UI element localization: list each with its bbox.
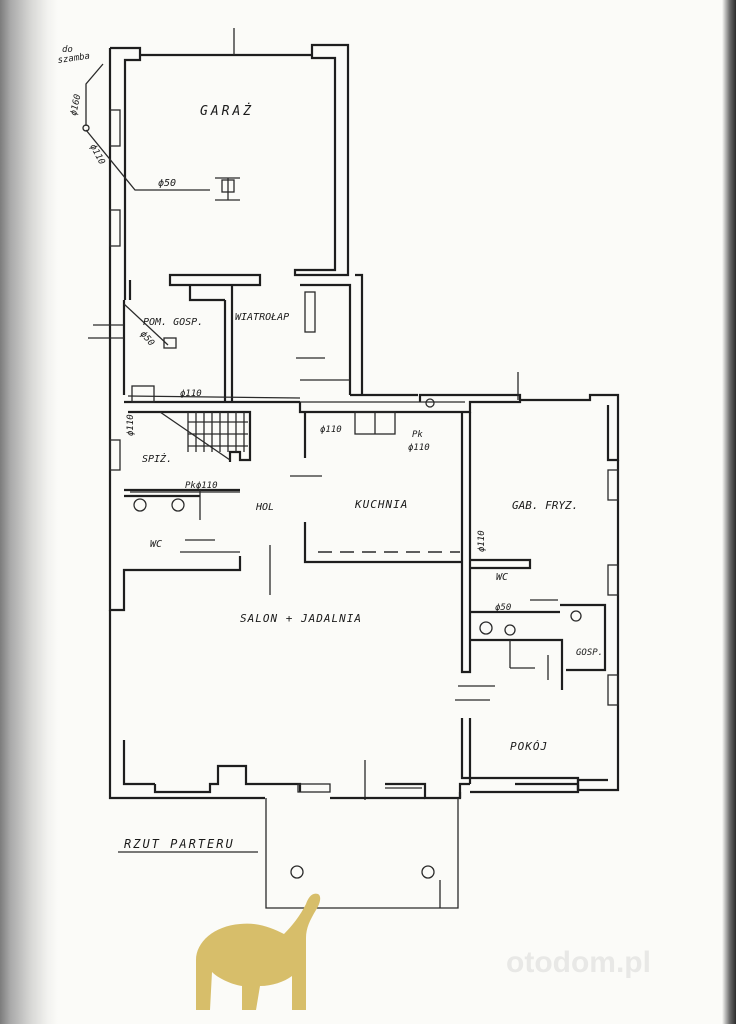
salon-walls [108,610,580,800]
room-label-kuchnia: KUCHNIA [354,498,408,511]
note-do-szamba-2: szamba [57,52,91,66]
right-wing-walls [455,372,620,792]
note-pipe-50-wc: ϕ50 [495,603,511,613]
drainage-pipes [82,63,465,493]
note-pipe-50-gosp: ϕ50 [138,330,156,349]
room-label-gab-fryz: GAB. FRYZ. [512,499,578,512]
note-pipe-50-garage: ϕ50 [158,178,176,189]
note-pk-kitchen-2: ϕ110 [408,443,430,453]
note-pk-kitchen-1: Pk [412,430,423,440]
room-label-wc-left: WC [150,539,162,550]
staircase [124,385,300,462]
room-label-salon: SALON + JADALNIA [240,612,362,625]
note-pipe-110-gab: ϕ110 [477,530,487,552]
room-label-spiz: SPIŻ. [142,452,172,465]
kitchen-walls [269,393,522,595]
plan-title: RZUT PARTERU [124,837,235,851]
room-label-wiatrolap: WIATROŁAP [235,312,289,323]
watermark-text: otodom.pl [506,946,651,979]
spiz-wc-walls [109,439,240,553]
note-pipe-160: ϕ160 [69,93,83,116]
room-label-hol: HOL [255,502,274,513]
elephant-logo-icon [196,893,321,1010]
note-do-szamba-1: do [62,45,73,55]
room-label-gosp: GOSP. [576,648,603,658]
note-pipe-110-kitchen: ϕ110 [320,425,342,435]
note-pipe-110-spiz: ϕ110 [126,414,136,436]
scan-shadow-left [0,0,58,1024]
room-label-garaz: GARAŻ [200,103,254,119]
note-pipe-110-stairs: ϕ110 [180,389,202,399]
garage-walls [108,28,350,302]
room-label-pokoj: POKÓJ [510,740,548,753]
note-pk-hol: Pkϕ110 [185,481,218,491]
room-label-wc-right: WC [496,572,508,583]
scan-shadow-right [722,0,736,1024]
terrace [265,798,459,909]
entry-walls [88,273,364,612]
note-pipe-110-diag: ϕ110 [87,143,106,167]
room-label-pom-gosp: POM. GOSP. [143,317,203,328]
